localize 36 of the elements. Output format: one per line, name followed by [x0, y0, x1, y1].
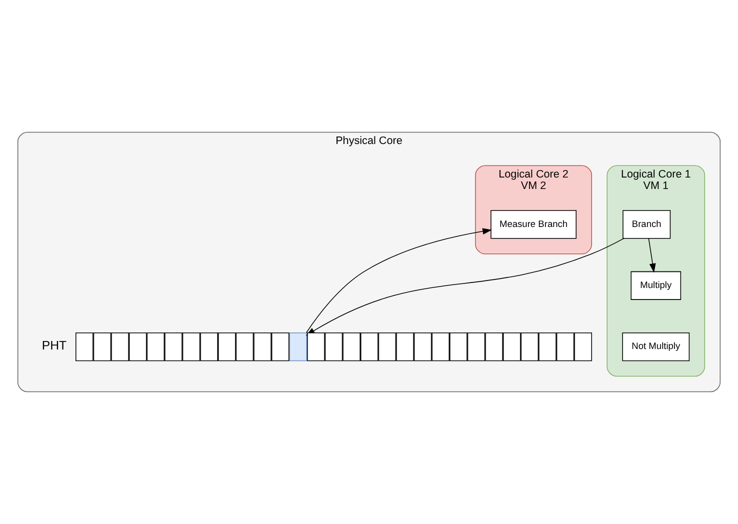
node-box — [76, 332, 94, 362]
node-box — [128, 332, 147, 362]
node-box — [164, 332, 182, 362]
node-box — [538, 332, 556, 362]
node-box — [146, 332, 165, 362]
node-box — [93, 332, 112, 362]
node-box — [485, 332, 503, 362]
node-box — [218, 332, 236, 362]
node-box: Branch — [622, 210, 671, 239]
node-box — [342, 332, 360, 362]
node-box — [450, 332, 468, 362]
node-box — [182, 332, 200, 362]
node-box — [236, 332, 254, 362]
node-box — [467, 332, 486, 362]
node-box — [556, 332, 574, 362]
node-box — [360, 332, 378, 362]
node-box — [271, 332, 290, 362]
node-box — [254, 332, 272, 362]
node-box: Measure Branch — [490, 210, 577, 239]
node-box — [200, 332, 218, 362]
node-box — [432, 332, 450, 362]
node-box: Multiply — [630, 271, 682, 300]
node-box — [289, 332, 308, 362]
node-box — [414, 332, 432, 362]
label: PHT — [42, 338, 67, 353]
node-box: Not Multiply — [622, 332, 690, 362]
node-box — [324, 332, 343, 362]
node-box — [111, 332, 129, 362]
node-box — [378, 332, 396, 362]
node-box — [574, 332, 592, 362]
arrow — [648, 238, 656, 273]
arrow — [306, 228, 492, 333]
node-box — [396, 332, 414, 362]
node-box — [520, 332, 539, 362]
node-box — [502, 332, 521, 362]
node-box — [307, 332, 325, 362]
